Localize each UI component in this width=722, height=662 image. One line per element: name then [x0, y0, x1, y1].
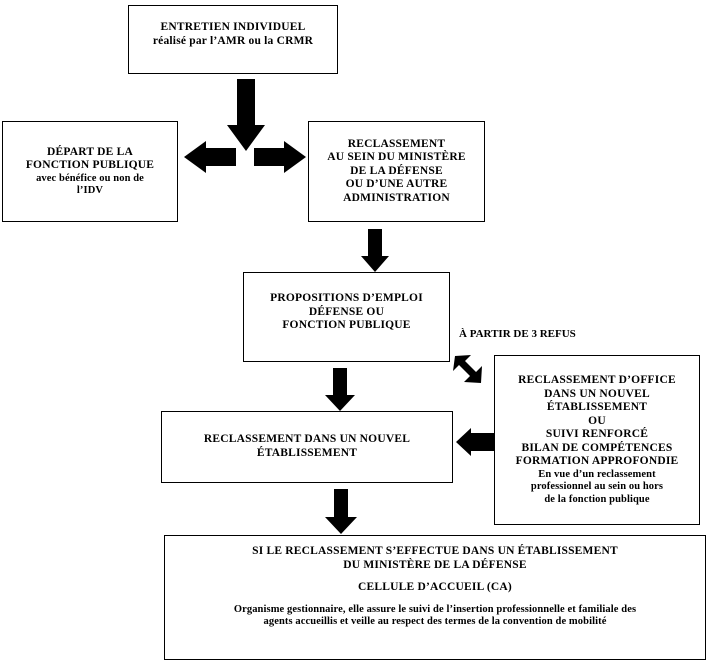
node-depart-fonction-publique[interactable]: DÉPART DE LA FONCTION PUBLIQUE avec béné… — [2, 121, 178, 222]
node-ministere-line-4: OU D’UNE AUTRE — [345, 178, 448, 191]
node-reclassement-office[interactable]: RECLASSEMENT D’OFFICE DANS UN NOUVEL ÉTA… — [494, 355, 700, 525]
node-cellule-line-5: agents accueillis et veille au respect d… — [263, 616, 607, 628]
arrow-ministere-down — [361, 229, 389, 272]
node-ministere-line-5: ADMINISTRATION — [343, 191, 450, 204]
arrow-propositions-down — [325, 368, 355, 411]
node-ministere-line-1: RECLASSEMENT — [347, 137, 446, 150]
node-depart-line-3: avec bénéfice ou non de — [36, 172, 144, 184]
arrow-split-left — [184, 141, 236, 173]
node-reclassement-ministere[interactable]: RECLASSEMENT AU SEIN DU MINISTÈRE DE LA … — [308, 121, 485, 222]
node-office-line-1: RECLASSEMENT D’OFFICE — [518, 373, 676, 386]
node-propositions-line-1: PROPOSITIONS D’EMPLOI — [270, 292, 423, 305]
node-depart-line-1: DÉPART DE LA — [47, 145, 133, 158]
node-office-sub-1: En vue d’un reclassement — [538, 468, 656, 480]
node-propositions-line-3: FONCTION PUBLIQUE — [282, 319, 411, 332]
node-cellule-line-2: DU MINISTÈRE DE LA DÉFENSE — [343, 558, 527, 571]
node-reclassement-nouvel-etablissement[interactable]: RECLASSEMENT DANS UN NOUVEL ÉTABLISSEMEN… — [161, 411, 453, 483]
node-propositions-line-2: DÉFENSE OU — [308, 305, 385, 318]
node-cellule-line-3: CELLULE D’ACCUEIL (CA) — [358, 581, 512, 594]
node-office-line-4: OU — [588, 414, 606, 427]
node-office-sub-3: de la fonction publique — [544, 493, 650, 505]
label-a-partir-de-3-refus: À PARTIR DE 3 REFUS — [459, 328, 576, 340]
node-depart-line-2: FONCTION PUBLIQUE — [25, 159, 155, 172]
node-office-line-2: DANS UN NOUVEL — [544, 387, 650, 400]
node-office-line-3: ÉTABLISSEMENT — [546, 401, 648, 414]
node-nouvel-line-2: ÉTABLISSEMENT — [256, 447, 358, 459]
node-nouvel-line-1: RECLASSEMENT DANS UN NOUVEL — [203, 433, 411, 446]
node-depart-line-4: l’IDV — [76, 185, 104, 197]
arrow-office-left — [456, 428, 494, 456]
arrow-entretien-down — [227, 79, 265, 151]
arrow-split-right — [254, 141, 306, 173]
node-cellule-accueil[interactable]: SI LE RECLASSEMENT S’EFFECTUE DANS UN ÉT… — [164, 535, 706, 660]
node-office-line-6: BILAN DE COMPÉTENCES — [521, 441, 673, 454]
node-entretien-line-2: réalisé par l’AMR ou la CRMR — [152, 35, 314, 47]
node-office-sub-2: professionnel au sein ou hors — [530, 481, 664, 493]
node-ministere-line-2: AU SEIN DU MINISTÈRE — [327, 151, 466, 164]
node-office-line-7: FORMATION APPROFONDIE — [515, 455, 679, 468]
node-ministere-line-3: DE LA DÉFENSE — [350, 164, 443, 177]
node-propositions-emploi[interactable]: PROPOSITIONS D’EMPLOI DÉFENSE OU FONCTIO… — [243, 272, 450, 362]
arrow-nouvel-down — [325, 489, 357, 534]
node-entretien-line-1: ENTRETIEN INDIVIDUEL — [160, 21, 306, 34]
node-entretien-individuel[interactable]: ENTRETIEN INDIVIDUEL réalisé par l’AMR o… — [128, 5, 338, 74]
node-cellule-line-4: Organisme gestionnaire, elle assure le s… — [233, 603, 637, 615]
node-office-line-5: SUIVI RENFORCÉ — [545, 428, 649, 441]
node-cellule-line-1: SI LE RECLASSEMENT S’EFFECTUE DANS UN ÉT… — [252, 545, 618, 557]
arrow-refus-diagonal — [451, 354, 483, 386]
